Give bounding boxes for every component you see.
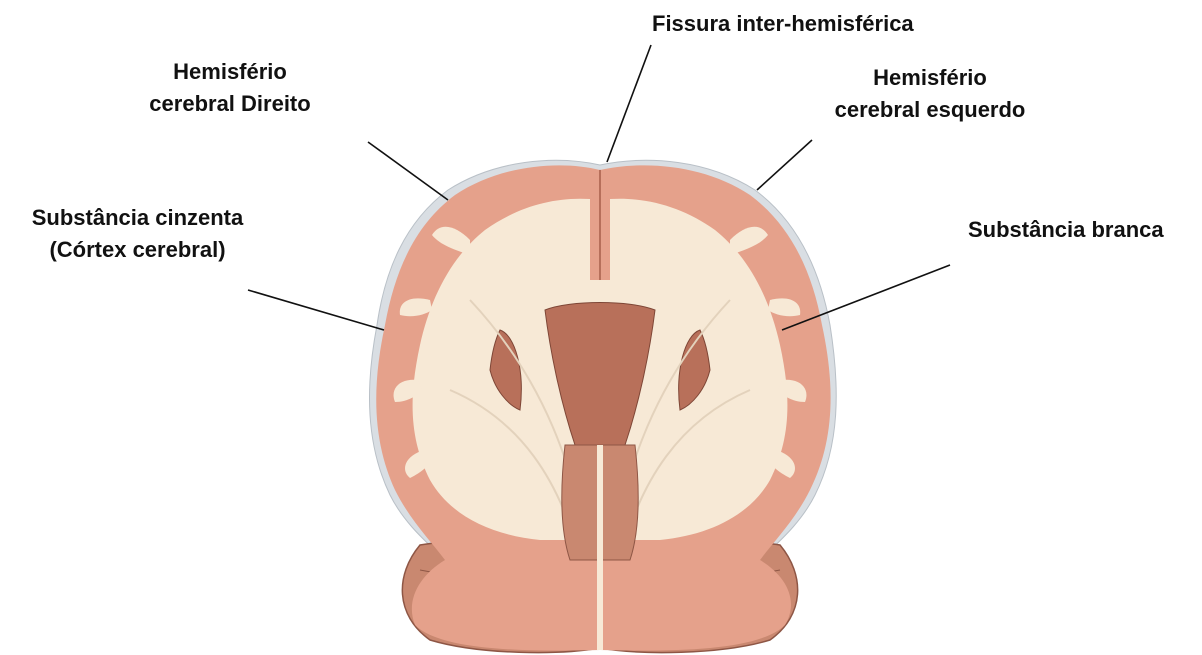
label-hemisferio-cerebral-esquerdo: Hemisfério cerebral esquerdo — [825, 62, 1035, 126]
label-fissura-line1: Fissura inter-hemisférica — [652, 8, 914, 40]
leader-hemisferio-direito — [368, 142, 448, 200]
label-hemisferio-direito-line2: cerebral Direito — [135, 88, 325, 120]
label-hemisferio-esquerdo-line1: Hemisfério — [825, 62, 1035, 94]
label-substancia-branca: Substância branca — [968, 214, 1164, 246]
label-substancia-branca-line1: Substância branca — [968, 214, 1164, 246]
leader-hemisferio-esquerdo — [757, 140, 812, 190]
label-substancia-cinzenta-line2: (Córtex cerebral) — [10, 234, 265, 266]
leader-fissura — [607, 45, 651, 162]
label-substancia-cinzenta: Substância cinzenta (Córtex cerebral) — [10, 202, 265, 266]
label-fissura-inter-hemisferica: Fissura inter-hemisférica — [652, 8, 914, 40]
label-hemisferio-direito-line1: Hemisfério — [135, 56, 325, 88]
label-hemisferio-cerebral-direito: Hemisfério cerebral Direito — [135, 56, 325, 120]
label-hemisferio-esquerdo-line2: cerebral esquerdo — [825, 94, 1035, 126]
label-substancia-cinzenta-line1: Substância cinzenta — [10, 202, 265, 234]
leader-substancia-cinzenta — [248, 290, 384, 330]
leader-substancia-branca — [782, 265, 950, 330]
